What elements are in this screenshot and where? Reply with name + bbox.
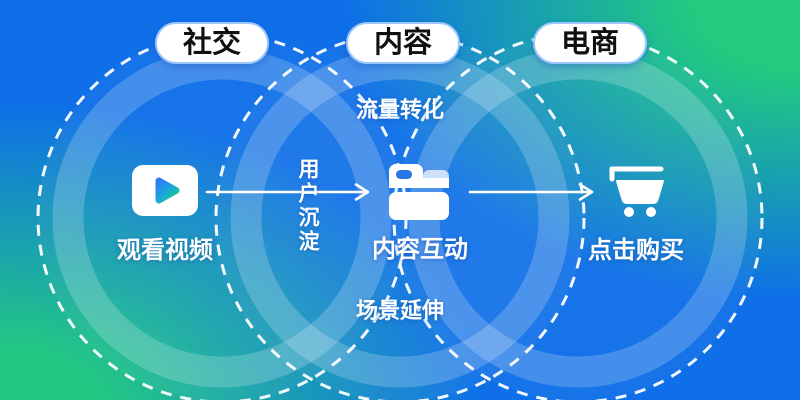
flow-arrow-2-head bbox=[578, 183, 594, 201]
step-label-content-interaction: 内容互动 bbox=[372, 236, 468, 263]
flow-arrow-1-head bbox=[354, 183, 370, 201]
category-pill-ecommerce: 电商 bbox=[532, 22, 648, 64]
annotation-traffic-conversion: 流量转化 bbox=[355, 97, 445, 122]
folder-icon bbox=[389, 164, 449, 220]
shopping-cart-icon bbox=[609, 166, 664, 217]
video-play-icon bbox=[132, 165, 198, 216]
arrow-label-user-retention: 用户沉淀 bbox=[296, 158, 319, 254]
category-pill-social: 社交 bbox=[154, 22, 270, 64]
ring-content bbox=[230, 48, 570, 388]
circle-haze-social bbox=[38, 34, 406, 400]
annotation-scene-extension: 场景延伸 bbox=[355, 298, 445, 323]
step-label-click-buy: 点击购买 bbox=[588, 237, 684, 264]
step-label-watch-video: 观看视频 bbox=[117, 237, 213, 264]
ring-social bbox=[52, 48, 392, 388]
circle-haze-ecommerce bbox=[394, 34, 762, 400]
category-pill-content: 内容 bbox=[345, 22, 461, 64]
